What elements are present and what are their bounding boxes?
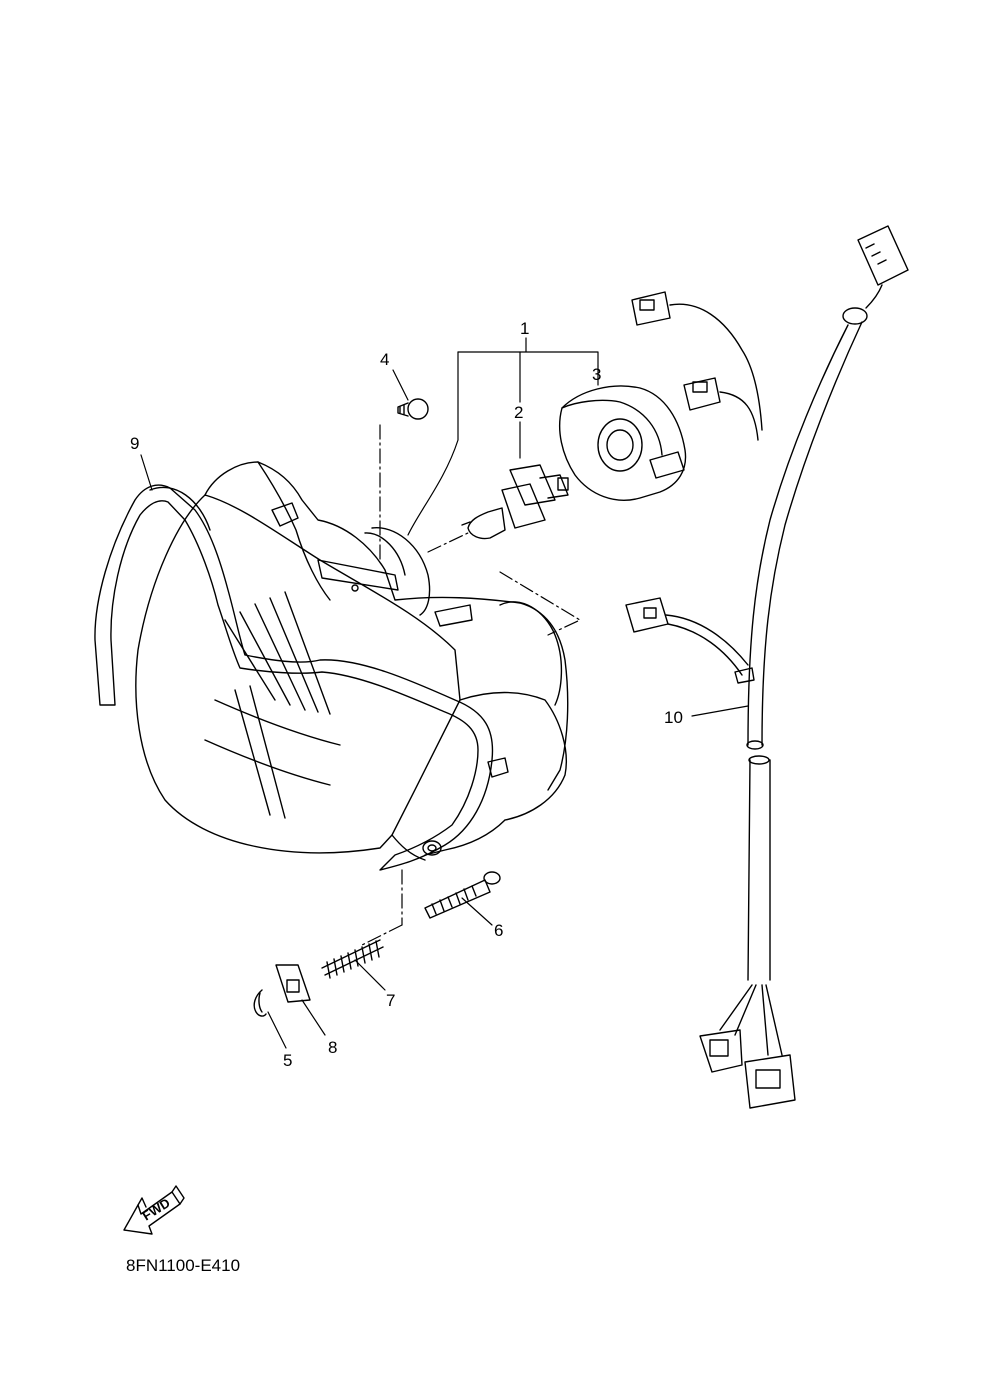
nut-plate (275, 964, 311, 1003)
gasket-seal (94, 484, 494, 871)
leader-lines (140, 337, 749, 1049)
headlight-bulb (461, 464, 569, 540)
callout-4: 4 (380, 350, 389, 369)
callout-3: 3 (592, 365, 601, 384)
diagram-code: 8FN1100-E410 (126, 1256, 241, 1275)
callout-7: 7 (386, 991, 395, 1010)
callout-2: 2 (514, 403, 523, 422)
headlight-wire-harness (625, 225, 909, 1109)
wire-clip (253, 989, 267, 1017)
callout-6: 6 (494, 921, 503, 940)
callout-8: 8 (328, 1038, 337, 1057)
callout-10: 10 (664, 708, 683, 727)
callout-1: 1 (520, 319, 529, 338)
socket-cover (559, 385, 687, 501)
forward-direction-arrow: FWD (123, 1185, 185, 1235)
callout-5: 5 (283, 1051, 292, 1070)
callout-labels: 1 2 3 4 5 6 7 8 9 10 (130, 319, 683, 1070)
adjusting-bolt (424, 871, 501, 919)
headlight-housing (135, 461, 569, 861)
trim-screw (397, 398, 429, 420)
callout-9: 9 (130, 434, 139, 453)
adjusting-spring (321, 939, 384, 979)
